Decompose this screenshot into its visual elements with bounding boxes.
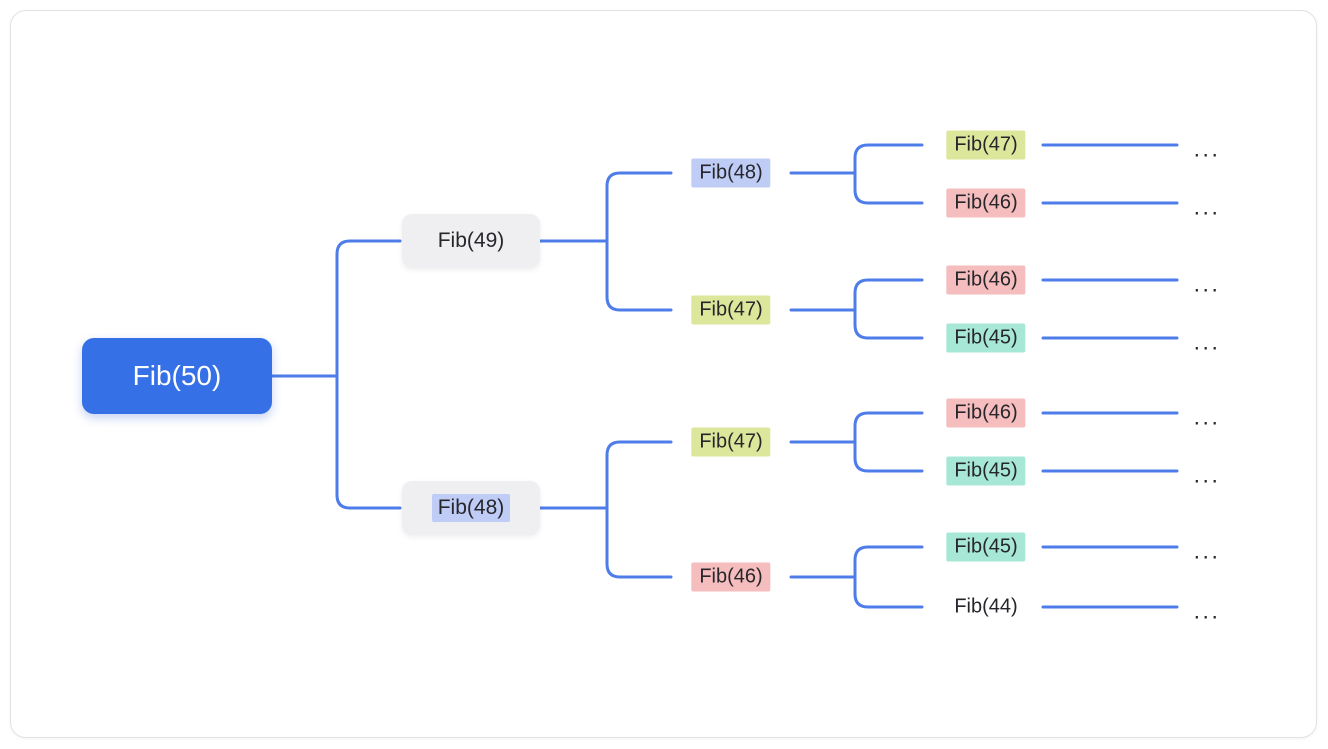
tree-node-fib47-l3a[interactable]: Fib(47): [691, 295, 771, 325]
tree-node-fib46-l4a[interactable]: Fib(46): [946, 188, 1026, 218]
node-label: Fib(46): [691, 562, 771, 592]
tree-node-fib46-l4b[interactable]: Fib(46): [946, 265, 1026, 295]
tree-node-fib50[interactable]: Fib(50): [82, 338, 272, 414]
tree-node-fib47-l3b[interactable]: Fib(47): [691, 427, 771, 457]
collapsed-subtree-ellipsis: ...: [1193, 461, 1221, 488]
tree-node-fib47-l4[interactable]: Fib(47): [946, 130, 1026, 160]
tree-node-fib46-l4c[interactable]: Fib(46): [946, 398, 1026, 428]
node-label: Fib(48): [431, 494, 511, 522]
node-label: Fib(44): [954, 595, 1018, 618]
node-label: Fib(45): [946, 532, 1026, 562]
collapsed-subtree-ellipsis: ...: [1193, 537, 1221, 564]
node-label: Fib(47): [946, 130, 1026, 160]
tree-node-fib48-l2[interactable]: Fib(48): [402, 481, 540, 535]
tree-node-fib49[interactable]: Fib(49): [402, 214, 540, 268]
collapsed-subtree-ellipsis: ...: [1193, 403, 1221, 430]
tree-node-fib48-l3[interactable]: Fib(48): [691, 158, 771, 188]
node-label: Fib(46): [946, 265, 1026, 295]
node-label: Fib(45): [946, 456, 1026, 486]
node-label: Fib(45): [946, 323, 1026, 353]
tree-node-fib44-l4[interactable]: Fib(44): [946, 593, 1025, 622]
collapsed-subtree-ellipsis: ...: [1193, 328, 1221, 355]
tree-node-fib45-l4c[interactable]: Fib(45): [946, 532, 1026, 562]
node-label: Fib(49): [437, 229, 505, 252]
node-label: Fib(46): [946, 188, 1026, 218]
tree-node-fib45-l4b[interactable]: Fib(45): [946, 456, 1026, 486]
tree-node-fib45-l4a[interactable]: Fib(45): [946, 323, 1026, 353]
node-label: Fib(46): [946, 398, 1026, 428]
node-label: Fib(47): [691, 427, 771, 457]
node-label: Fib(50): [132, 360, 222, 391]
collapsed-subtree-ellipsis: ...: [1193, 135, 1221, 162]
node-label: Fib(47): [691, 295, 771, 325]
node-label: Fib(48): [691, 158, 771, 188]
collapsed-subtree-ellipsis: ...: [1193, 597, 1221, 624]
collapsed-subtree-ellipsis: ...: [1193, 270, 1221, 297]
collapsed-subtree-ellipsis: ...: [1193, 193, 1221, 220]
tree-node-fib46-l3[interactable]: Fib(46): [691, 562, 771, 592]
